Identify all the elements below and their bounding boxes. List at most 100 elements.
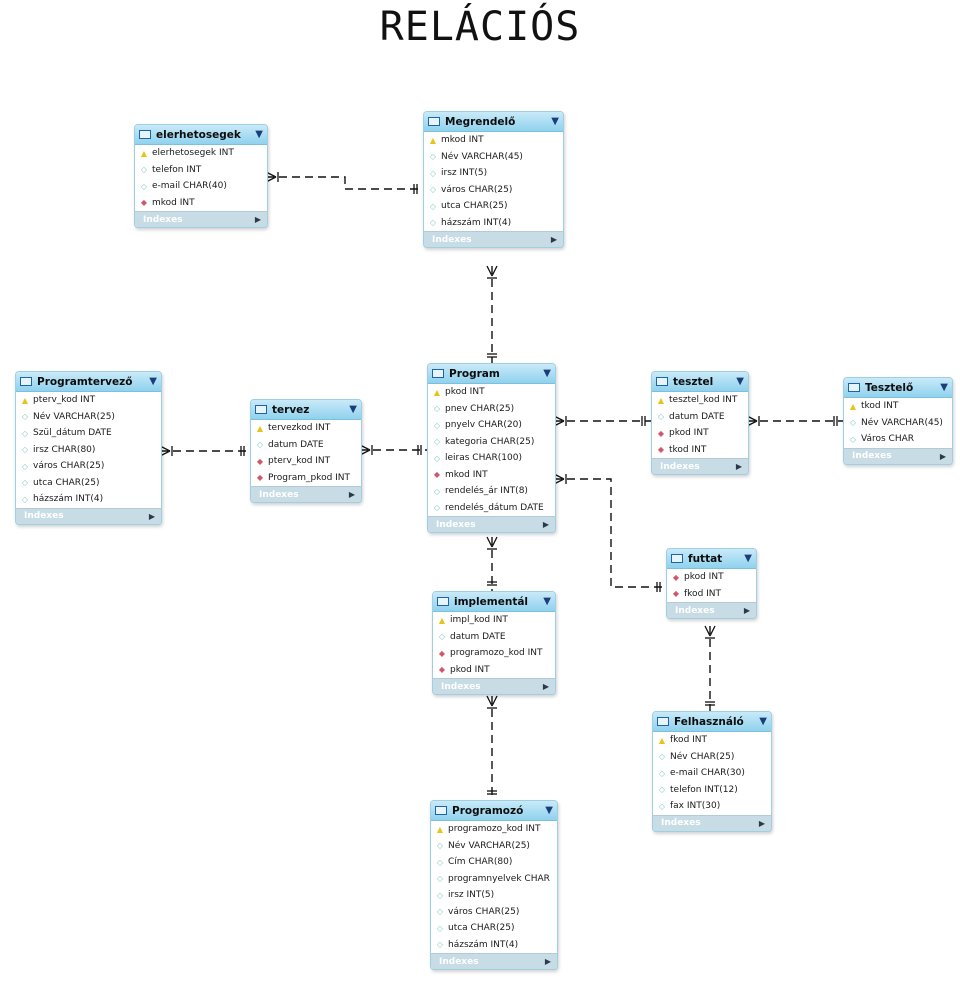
indexes-section[interactable]: Indexes▶ bbox=[652, 458, 748, 474]
column-row[interactable]: ◇pnyelv CHAR(20) bbox=[428, 417, 555, 434]
collapse-arrow-icon[interactable]: ▼ bbox=[255, 129, 263, 140]
table-felhasznalo[interactable]: Felhasználó▼▲fkod INT◇Név CHAR(25)◇e-mai… bbox=[652, 711, 772, 832]
indexes-section[interactable]: Indexes▶ bbox=[667, 602, 756, 618]
collapse-arrow-icon[interactable]: ▼ bbox=[744, 553, 752, 564]
expand-arrow-icon[interactable]: ▶ bbox=[348, 490, 355, 499]
table-header[interactable]: Programtervező▼ bbox=[16, 372, 161, 392]
table-programtervezo[interactable]: Programtervező▼▲pterv_kod INT◇Név VARCHA… bbox=[15, 371, 162, 525]
column-row[interactable]: ◇telefon INT bbox=[135, 162, 267, 179]
column-row[interactable]: ◇datum DATE bbox=[433, 629, 555, 646]
column-row[interactable]: ◆Program_pkod INT bbox=[251, 470, 361, 487]
collapse-arrow-icon[interactable]: ▼ bbox=[349, 404, 357, 415]
column-row[interactable]: ◇leiras CHAR(100) bbox=[428, 450, 555, 467]
column-row[interactable]: ◇rendelés_dátum DATE bbox=[428, 500, 555, 517]
indexes-section[interactable]: Indexes▶ bbox=[433, 678, 555, 694]
column-row[interactable]: ◇város CHAR(25) bbox=[424, 182, 563, 199]
expand-arrow-icon[interactable]: ▶ bbox=[544, 957, 551, 966]
table-header[interactable]: futtat▼ bbox=[667, 549, 756, 569]
column-row[interactable]: ▲tervezkod INT bbox=[251, 420, 361, 437]
column-row[interactable]: ◆tkod INT bbox=[652, 442, 748, 459]
expand-arrow-icon[interactable]: ▶ bbox=[148, 511, 155, 521]
column-row[interactable]: ◇Név VARCHAR(45) bbox=[844, 415, 952, 432]
column-row[interactable]: ▲fkod INT bbox=[653, 732, 771, 749]
table-implemental[interactable]: implementál▼▲impl_kod INT◇datum DATE◆pro… bbox=[432, 591, 556, 695]
collapse-arrow-icon[interactable]: ▼ bbox=[543, 368, 551, 379]
table-tesztelo[interactable]: Tesztelő▼▲tkod INT◇Név VARCHAR(45)◇Város… bbox=[843, 377, 953, 465]
indexes-section[interactable]: Indexes▶ bbox=[428, 516, 555, 532]
column-row[interactable]: ◆pkod INT bbox=[652, 425, 748, 442]
indexes-section[interactable]: Indexes▶ bbox=[424, 231, 563, 247]
column-row[interactable]: ◇Szül_dátum DATE bbox=[16, 425, 161, 442]
column-row[interactable]: ◇Név VARCHAR(25) bbox=[16, 409, 161, 426]
column-row[interactable]: ◇programnyelvek CHAR bbox=[431, 871, 557, 888]
column-row[interactable]: ◇rendelés_ár INT(8) bbox=[428, 483, 555, 500]
column-row[interactable]: ◆pkod INT bbox=[433, 662, 555, 679]
collapse-arrow-icon[interactable]: ▼ bbox=[736, 376, 744, 387]
table-tesztel[interactable]: tesztel▼▲tesztel_kod INT◇datum DATE◆pkod… bbox=[651, 371, 749, 475]
expand-arrow-icon[interactable]: ▶ bbox=[542, 520, 549, 529]
table-header[interactable]: elerhetosegek▼ bbox=[135, 125, 267, 145]
column-row[interactable]: ◇Város CHAR bbox=[844, 431, 952, 448]
indexes-section[interactable]: Indexes▶ bbox=[844, 447, 952, 464]
collapse-arrow-icon[interactable]: ▼ bbox=[545, 805, 553, 816]
table-programozo[interactable]: Programozó▼▲programozo_kod INT◇Név VARCH… bbox=[430, 800, 558, 970]
indexes-section[interactable]: Indexes▶ bbox=[135, 211, 267, 227]
indexes-section[interactable]: Indexes▶ bbox=[653, 814, 771, 831]
expand-arrow-icon[interactable]: ▶ bbox=[550, 235, 557, 244]
column-row[interactable]: ◇irsz CHAR(80) bbox=[16, 442, 161, 459]
table-header[interactable]: implementál▼ bbox=[433, 592, 555, 612]
indexes-section[interactable]: Indexes▶ bbox=[431, 953, 557, 969]
column-row[interactable]: ◇e-mail CHAR(30) bbox=[653, 765, 771, 782]
column-row[interactable]: ▲tesztel_kod INT bbox=[652, 392, 748, 409]
column-row[interactable]: ◇irsz INT(5) bbox=[431, 887, 557, 904]
column-row[interactable]: ◆programozo_kod INT bbox=[433, 645, 555, 662]
relationship-line-elerhetosegek-megrendelo[interactable] bbox=[266, 176, 423, 190]
column-row[interactable]: ◇házszám INT(4) bbox=[424, 215, 563, 232]
column-row[interactable]: ◇utca CHAR(25) bbox=[431, 920, 557, 937]
table-header[interactable]: Program▼ bbox=[428, 364, 555, 384]
column-row[interactable]: ▲tkod INT bbox=[844, 398, 952, 415]
expand-arrow-icon[interactable]: ▶ bbox=[939, 451, 946, 461]
column-row[interactable]: ◇város CHAR(25) bbox=[16, 458, 161, 475]
collapse-arrow-icon[interactable]: ▼ bbox=[940, 382, 948, 393]
table-header[interactable]: tervez▼ bbox=[251, 400, 361, 420]
column-row[interactable]: ◇utca CHAR(25) bbox=[424, 198, 563, 215]
table-megrendelo[interactable]: Megrendelő▼▲mkod INT◇Név VARCHAR(45)◇irs… bbox=[423, 111, 564, 248]
column-row[interactable]: ◇e-mail CHAR(40) bbox=[135, 178, 267, 195]
collapse-arrow-icon[interactable]: ▼ bbox=[551, 116, 559, 127]
column-row[interactable]: ◇kategoria CHAR(25) bbox=[428, 434, 555, 451]
column-row[interactable]: ◆mkod INT bbox=[428, 467, 555, 484]
column-row[interactable]: ◇házszám INT(4) bbox=[431, 937, 557, 954]
column-row[interactable]: ◇város CHAR(25) bbox=[431, 904, 557, 921]
column-row[interactable]: ▲programozo_kod INT bbox=[431, 821, 557, 838]
column-row[interactable]: ▲pterv_kod INT bbox=[16, 392, 161, 409]
column-row[interactable]: ◇Név VARCHAR(25) bbox=[431, 838, 557, 855]
column-row[interactable]: ◇házszám INT(4) bbox=[16, 491, 161, 508]
column-row[interactable]: ◇Név CHAR(25) bbox=[653, 749, 771, 766]
table-header[interactable]: tesztel▼ bbox=[652, 372, 748, 392]
table-header[interactable]: Programozó▼ bbox=[431, 801, 557, 821]
indexes-section[interactable]: Indexes▶ bbox=[16, 507, 161, 524]
column-row[interactable]: ◇datum DATE bbox=[652, 409, 748, 426]
indexes-section[interactable]: Indexes▶ bbox=[251, 486, 361, 502]
column-row[interactable]: ▲mkod INT bbox=[424, 132, 563, 149]
column-row[interactable]: ◆pkod INT bbox=[667, 569, 756, 586]
expand-arrow-icon[interactable]: ▶ bbox=[735, 462, 742, 471]
column-row[interactable]: ▲impl_kod INT bbox=[433, 612, 555, 629]
expand-arrow-icon[interactable]: ▶ bbox=[542, 682, 549, 691]
column-row[interactable]: ◇utca CHAR(25) bbox=[16, 475, 161, 492]
column-row[interactable]: ◆pterv_kod INT bbox=[251, 453, 361, 470]
column-row[interactable]: ◆mkod INT bbox=[135, 195, 267, 212]
column-row[interactable]: ◆fkod INT bbox=[667, 586, 756, 603]
table-program[interactable]: Program▼▲pkod INT◇pnev CHAR(25)◇pnyelv C… bbox=[427, 363, 556, 533]
column-row[interactable]: ◇irsz INT(5) bbox=[424, 165, 563, 182]
column-row[interactable]: ◇Cím CHAR(80) bbox=[431, 854, 557, 871]
collapse-arrow-icon[interactable]: ▼ bbox=[759, 716, 767, 727]
relationship-line-program-futtat[interactable] bbox=[554, 478, 666, 588]
collapse-arrow-icon[interactable]: ▼ bbox=[543, 596, 551, 607]
column-row[interactable]: ◇fax INT(30) bbox=[653, 798, 771, 815]
table-header[interactable]: Tesztelő▼ bbox=[844, 378, 952, 398]
collapse-arrow-icon[interactable]: ▼ bbox=[149, 376, 157, 387]
column-row[interactable]: ◇datum DATE bbox=[251, 437, 361, 454]
table-header[interactable]: Felhasználó▼ bbox=[653, 712, 771, 732]
